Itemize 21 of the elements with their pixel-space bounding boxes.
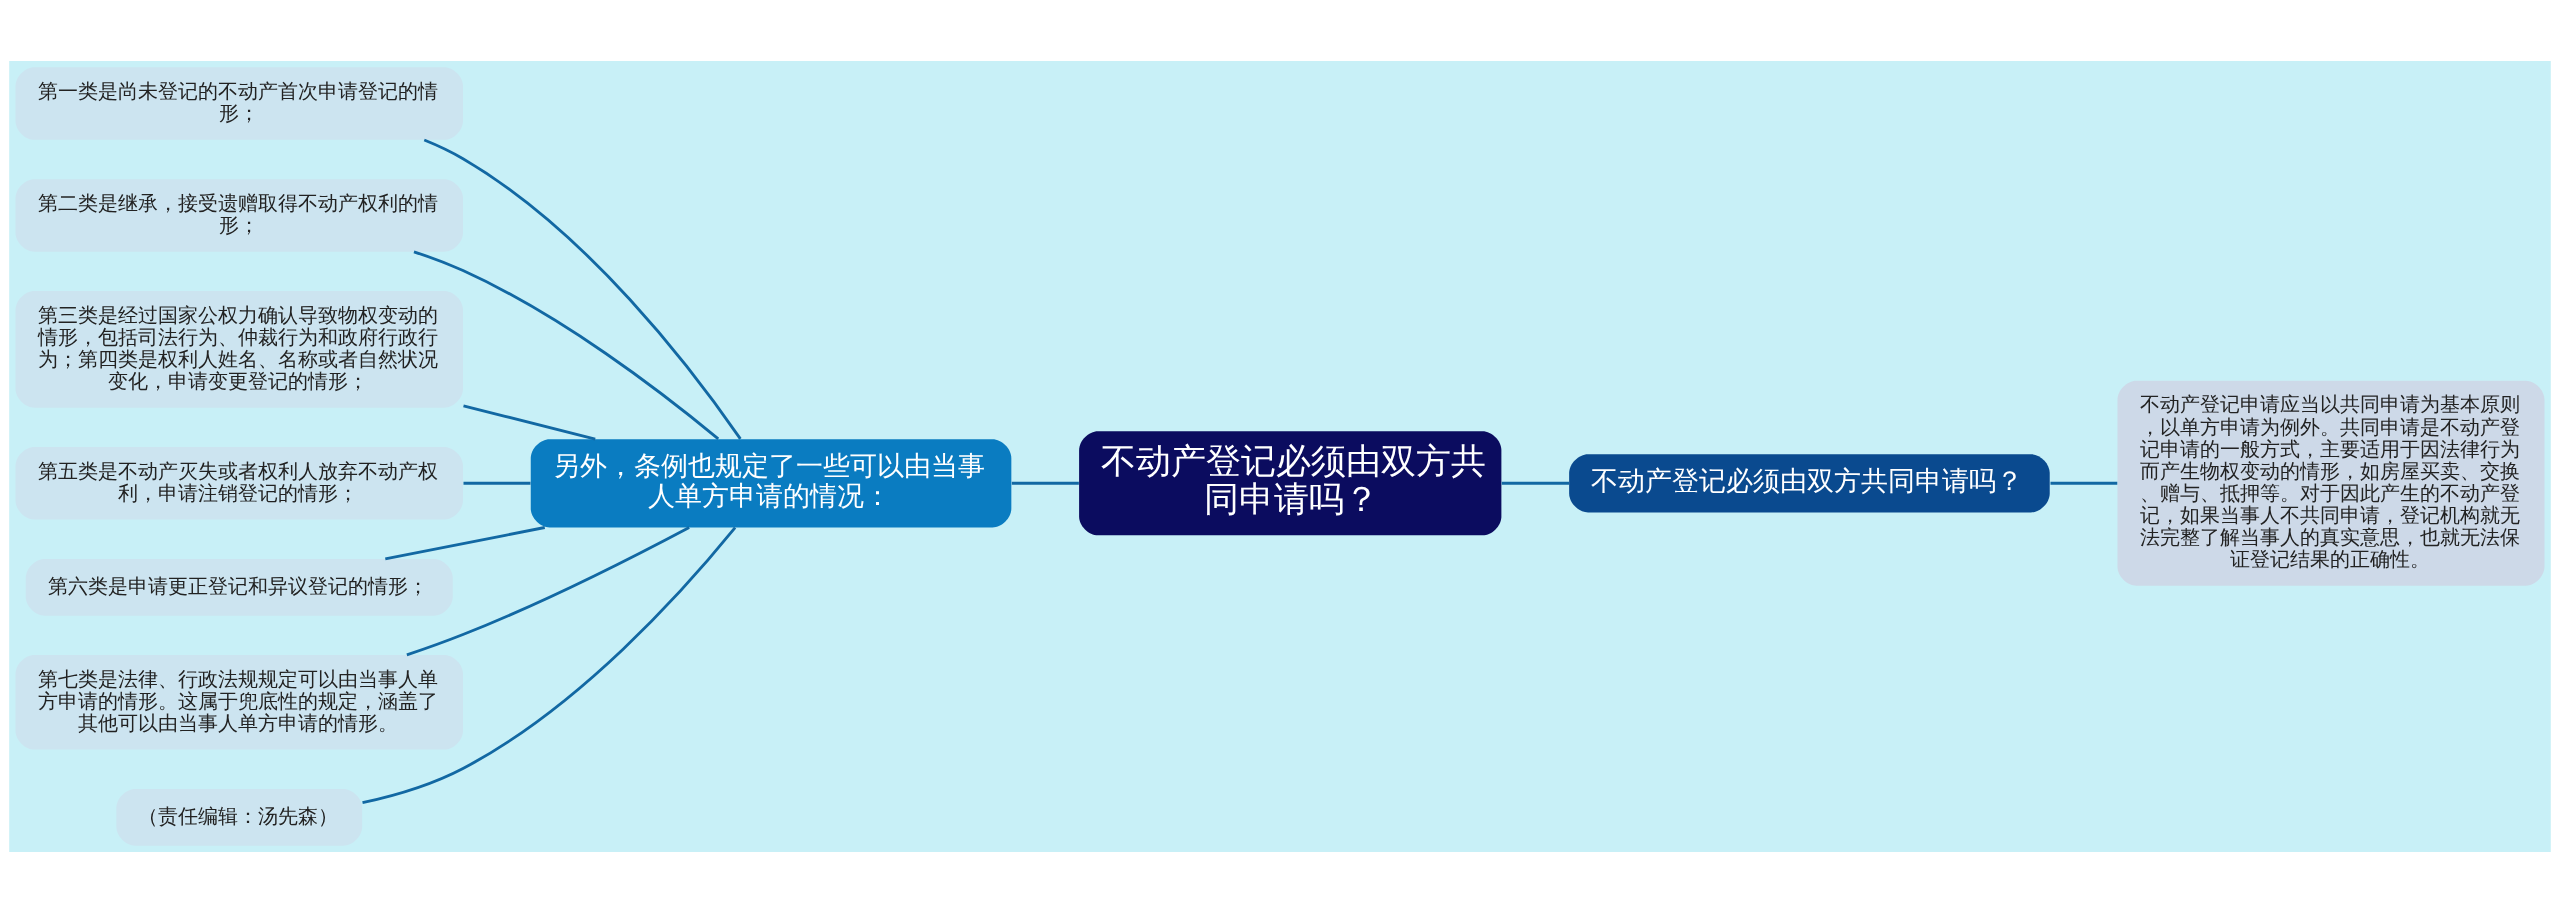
node-box: 另外，条例也规定了一些可以由当事人单方申请的情况： [530, 439, 1012, 528]
node-box: 第六类是申请更正登记和异议登记的情形； [25, 558, 453, 616]
connector [413, 250, 720, 440]
node-box: 第三类是经过国家公权力确认导致物权变动的情形，包括司法行为、仲裁行为和政府行政行为；第四类是权利人姓名、名称或者自然状况变化，申请变更登记的情形； [15, 291, 463, 408]
node-box: 第五类是不动产灭失或者权利人放弃不动产权利，申请注销登记的情形； [15, 447, 463, 520]
connector [1501, 481, 1570, 485]
node-box: （责任编辑：汤先森） [116, 788, 363, 846]
connector [463, 481, 531, 485]
node-box: 不动产登记必须由双方共同申请吗？ [1079, 431, 1502, 536]
node-box: 第二类是继承，接受遗赠取得不动产权利的情形； [15, 179, 463, 252]
connector [362, 526, 737, 805]
connector [2050, 481, 2118, 485]
node-box: 第一类是尚未登记的不动产首次申请登记的情形； [15, 67, 463, 140]
node-box: 不动产登记必须由双方共同申请吗？ [1569, 454, 2050, 513]
connector [423, 138, 742, 440]
connector [406, 526, 690, 657]
connector [463, 404, 596, 441]
connector [1011, 481, 1079, 485]
node-box: 第七类是法律、行政法规规定可以由当事人单方申请的情形。这属于兜底性的规定，涵盖了其他可以由当事人单方申请的情形。 [15, 655, 463, 750]
node-box: 不动产登记申请应当以共同申请为基本原则，以单方申请为例外。共同申请是不动产登记申请的一般方式，主要适用于因法律行为而产生物权变动的情形，如房屋买卖、交换、赠与、抵押等。对于因此产生的不动产登记，如果当事人不共同申请，登记机构就无法完整了解当事人的真实意思，也就无法保证登记结果的正确性。 [2117, 380, 2545, 586]
connector [385, 526, 546, 561]
